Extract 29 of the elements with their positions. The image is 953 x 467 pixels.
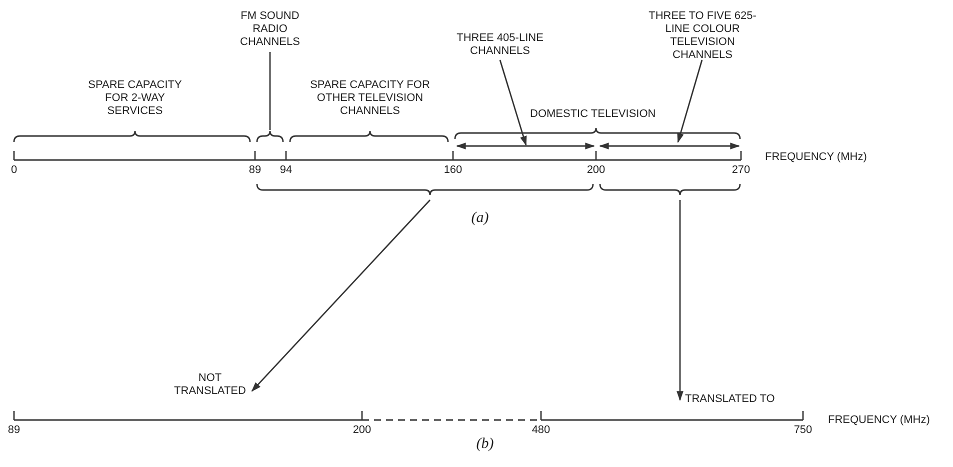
arrow — [251, 200, 431, 392]
arrow — [499, 60, 527, 146]
callout-label: TRANSLATED TO — [685, 393, 776, 406]
leader-line — [269, 52, 271, 130]
tick-label: 200 — [586, 164, 606, 177]
tick-label: 0 — [10, 164, 18, 177]
figure-label: (a) — [470, 212, 490, 225]
bracket — [256, 184, 594, 196]
callout-label: NOT TRANSLATED — [173, 372, 247, 398]
band-label: SPARE CAPACITY FOR 2-WAY SERVICES — [87, 79, 183, 118]
figure-label: (b) — [475, 438, 495, 451]
tick-label: 200 — [352, 424, 372, 437]
tick-label: 270 — [730, 164, 752, 177]
tick-label: 480 — [530, 424, 552, 437]
tick-label: 89 — [6, 424, 22, 437]
axis-title: FREQUENCY (MHz) — [828, 414, 931, 427]
tick-label: 160 — [442, 164, 464, 177]
bracket — [599, 184, 741, 196]
band-label: DOMESTIC TELEVISION — [530, 108, 657, 121]
arrow — [676, 200, 684, 401]
tick-label: 89 — [248, 164, 262, 177]
tick-label: 750 — [792, 424, 814, 437]
arrow — [677, 60, 703, 143]
band-label: SPARE CAPACITY FOR OTHER TELEVISION CHANNELS — [309, 79, 431, 118]
callout-label: THREE TO FIVE 625-LINE COLOUR TELEVISION CHANNELS — [648, 10, 758, 62]
axis-title: FREQUENCY (MHz) — [765, 151, 868, 164]
callout-label: THREE 405-LINE CHANNELS — [456, 32, 544, 58]
tick-label: 94 — [278, 164, 294, 177]
band-label: FM SOUND RADIO CHANNELS — [239, 10, 301, 49]
